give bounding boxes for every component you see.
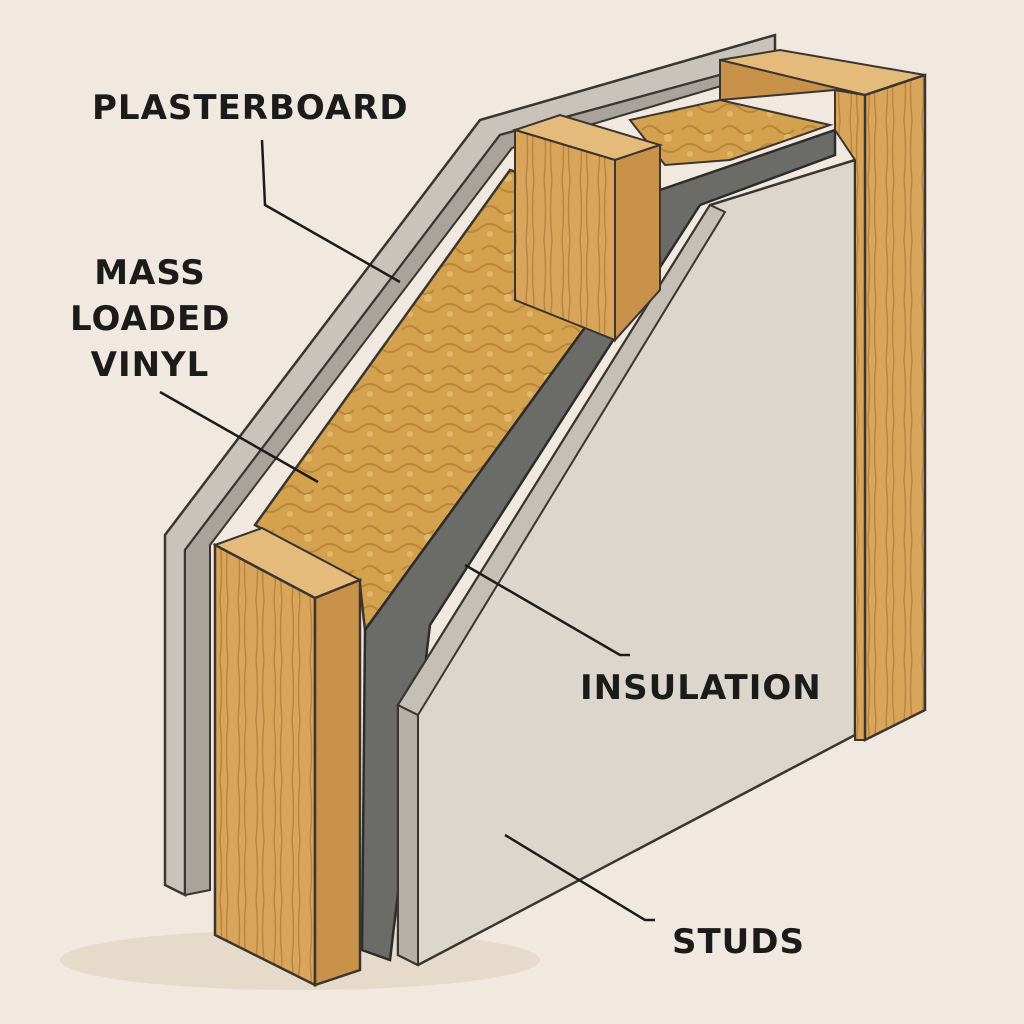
back-plasterboard-face	[184, 58, 776, 897]
label-studs: STUDS	[672, 922, 805, 962]
leader-line-insulation	[464, 563, 630, 657]
stud-rear-right-side	[863, 73, 927, 743]
stud-front-face	[313, 578, 362, 987]
leader-line-studs	[504, 833, 655, 922]
stud-rear-right-back	[719, 58, 866, 102]
leader-line-mass-loaded-vinyl	[159, 390, 319, 484]
label-mass-loaded-vinyl: MASS LOADED VINYL	[70, 250, 230, 388]
leader-line-plasterboard	[260, 139, 401, 284]
label-mass-loaded-vinyl-line-1: MASS	[94, 253, 206, 293]
label-mass-loaded-vinyl-line-2: LOADED	[70, 299, 231, 339]
stud-rear-middle-front	[614, 143, 661, 343]
front-plasterboard-top-edge	[396, 203, 727, 717]
label-insulation: INSULATION	[580, 668, 822, 708]
stud-front-side	[213, 542, 317, 988]
label-mass-loaded-vinyl-line-3: VINYL	[90, 345, 210, 385]
label-plasterboard: PLASTERBOARD	[92, 88, 409, 128]
front-plasterboard-edge	[397, 703, 419, 967]
